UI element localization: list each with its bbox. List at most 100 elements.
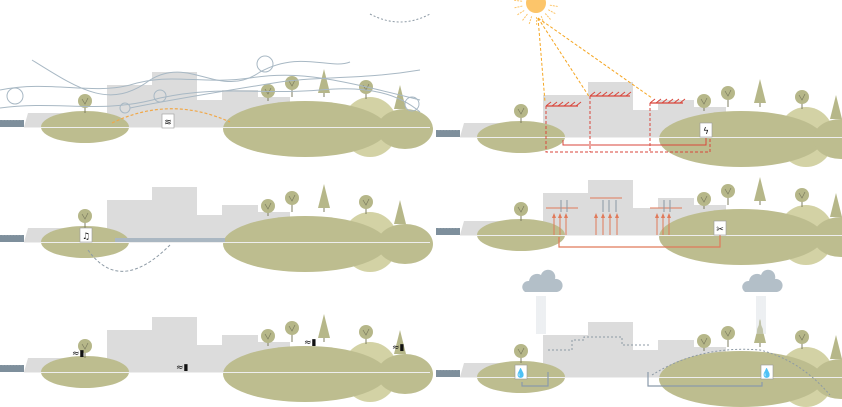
arrow-head — [601, 213, 605, 218]
arrow-head — [661, 213, 665, 218]
tools-icon: ✂ — [716, 225, 724, 235]
round-tree — [721, 184, 735, 198]
wind-swirl — [256, 55, 274, 73]
solar-panel — [655, 98, 662, 104]
arrow-head — [552, 213, 556, 218]
energy-dashed-line — [545, 96, 711, 153]
hill-large — [659, 209, 823, 265]
solar-panel — [569, 101, 576, 107]
solar-panel — [557, 101, 564, 107]
hill-large — [659, 351, 823, 407]
water — [0, 235, 24, 242]
icon-frame — [699, 122, 713, 138]
tree-branch — [517, 107, 525, 115]
hill-large — [223, 101, 387, 157]
hill-large — [659, 111, 823, 167]
solar-panel — [601, 91, 608, 97]
arrow-head — [608, 213, 612, 218]
water-waves — [0, 363, 25, 366]
tree-branch — [700, 337, 708, 345]
round-tree — [285, 76, 299, 90]
solar-panel — [551, 101, 558, 107]
arrow-head — [594, 213, 598, 218]
round-tree — [359, 195, 373, 209]
solar-panel — [679, 98, 686, 104]
runoff-dashed-curve — [651, 348, 831, 396]
round-tree — [697, 334, 711, 348]
wind-stream — [129, 69, 421, 109]
hill-small — [813, 119, 842, 159]
wind-stream — [0, 74, 421, 101]
icon-frame — [713, 220, 727, 236]
water-waves — [435, 368, 461, 371]
conifer-tree — [394, 200, 406, 224]
panel-heat — [435, 177, 842, 265]
arrow-head — [615, 213, 619, 218]
solar-panel — [619, 91, 626, 97]
arrow-head — [558, 213, 562, 218]
water-drop-box: 💧 — [514, 364, 528, 380]
sound-path-arc — [87, 244, 171, 272]
tools-box: ✂ — [713, 220, 727, 236]
sun-ray — [517, 10, 525, 16]
water-drop-icon: 💧 — [761, 367, 772, 379]
hill-small — [377, 224, 433, 264]
round-tree — [721, 326, 735, 340]
icon-frame — [514, 364, 528, 380]
solar-panel — [613, 91, 620, 97]
round-tree — [795, 90, 809, 104]
arrow-head — [667, 213, 671, 218]
tree-branch — [798, 191, 806, 199]
water-drop-icon: 💧 — [515, 367, 526, 379]
panel-connectivity — [0, 314, 433, 402]
sun-ray — [514, 0, 523, 2]
runoff-dashed-line — [548, 336, 650, 351]
round-tree — [359, 325, 373, 339]
round-tree — [697, 192, 711, 206]
panel-noise — [0, 184, 433, 272]
solar-panel — [607, 91, 614, 97]
round-tree — [795, 188, 809, 202]
sunlight-arrow — [537, 17, 591, 99]
tall-building — [543, 322, 633, 335]
icon-frame — [79, 227, 93, 243]
wind-swirl — [6, 87, 24, 105]
tree-branch — [798, 93, 806, 101]
conifer-tree — [318, 69, 330, 93]
solar-panel — [563, 101, 570, 107]
tree-branch — [724, 329, 732, 337]
airflow-dashed-arc — [111, 108, 231, 124]
noise-barrier-water — [115, 238, 225, 242]
tall-building — [107, 317, 197, 330]
panel-solar — [435, 79, 842, 167]
solar-panel — [589, 91, 596, 97]
water-waves — [0, 118, 25, 121]
round-tree — [514, 344, 528, 358]
round-tree — [697, 94, 711, 108]
solar-panel — [545, 101, 552, 107]
tall-building — [107, 187, 197, 200]
dashed-cycle-arc — [369, 13, 431, 23]
music-note-icon: ♫ — [82, 232, 90, 242]
rain-cloud — [522, 269, 563, 292]
tree-branch — [288, 324, 296, 332]
water — [436, 370, 460, 377]
tree-branch — [264, 202, 272, 210]
tree-branch — [517, 347, 525, 355]
solar-panel — [575, 101, 582, 107]
solar-panel — [673, 98, 680, 104]
conifer-tree — [754, 319, 766, 343]
wifi-icon: ≈▮ — [392, 343, 405, 353]
sunlight-arrow — [537, 17, 653, 99]
wind-stream — [31, 59, 351, 96]
hill-small — [377, 354, 433, 394]
solar-panel — [649, 98, 656, 104]
tree-branch — [288, 79, 296, 87]
round-tree — [795, 330, 809, 344]
sun-ray — [528, 16, 533, 25]
round-tree — [78, 94, 92, 108]
water-waves — [0, 233, 25, 236]
wind-sensor-box: ≋ — [161, 113, 175, 129]
tall-building — [543, 180, 633, 193]
